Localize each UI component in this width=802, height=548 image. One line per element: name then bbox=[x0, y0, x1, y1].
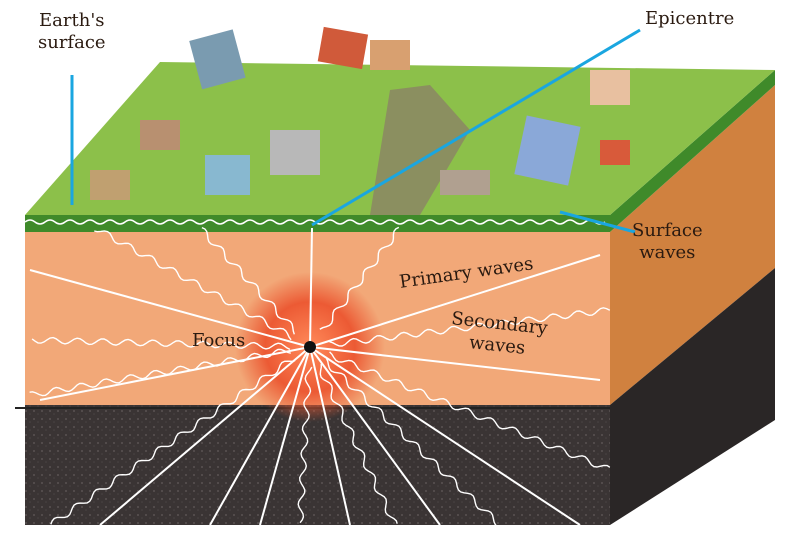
front-mantle bbox=[25, 405, 610, 525]
secondary-wave-ray bbox=[329, 351, 611, 468]
primary-wave-ray bbox=[259, 346, 311, 526]
side-grass bbox=[610, 70, 775, 232]
secondary-wave-ray bbox=[201, 226, 295, 335]
focus-label: Focus bbox=[192, 330, 246, 351]
primary-wave-ray bbox=[209, 346, 311, 526]
surface-waves-label: Surface waves bbox=[632, 220, 703, 264]
side-mantle bbox=[610, 268, 775, 525]
buildings-debris bbox=[90, 26, 630, 200]
epicentre-pointer bbox=[311, 28, 641, 227]
epicentre-label: Epicentre bbox=[645, 8, 735, 29]
primary-wave-ray bbox=[39, 346, 311, 401]
secondary-wave-ray bbox=[319, 226, 400, 330]
surface-waves-label-line1: Surface bbox=[632, 220, 703, 241]
primary-wave-ray bbox=[309, 346, 351, 526]
surface-waves-label-line2: waves bbox=[639, 242, 696, 263]
secondary-wave-ray bbox=[50, 360, 296, 525]
primary-wave-ray bbox=[309, 346, 601, 381]
side-crust bbox=[610, 85, 775, 405]
primary-wave-ray bbox=[99, 346, 311, 526]
surface-waves-pointer bbox=[559, 210, 636, 234]
secondary-wave-ray bbox=[29, 348, 291, 397]
focus-point bbox=[304, 341, 316, 353]
secondary-wave-ray bbox=[31, 336, 291, 351]
secondary-wave-ray bbox=[297, 366, 313, 524]
secondary-wave-ray bbox=[319, 363, 398, 524]
primary-wave-ray bbox=[29, 269, 311, 348]
fault-crack bbox=[370, 85, 470, 215]
primary-wave-ray bbox=[309, 254, 601, 348]
primary-wave-ray bbox=[309, 227, 313, 348]
earth-surface-label-line2: surface bbox=[38, 32, 106, 53]
primary-wave-ray bbox=[309, 346, 441, 526]
secondary-wave-ray bbox=[325, 358, 499, 528]
earth-surface-label: Earth's surface bbox=[38, 10, 106, 54]
primary-wave-ray bbox=[309, 346, 581, 526]
secondary-wave-ray bbox=[94, 230, 292, 341]
earth-surface-label-line1: Earth's bbox=[39, 10, 105, 31]
secondary-wave-ray bbox=[329, 307, 611, 347]
